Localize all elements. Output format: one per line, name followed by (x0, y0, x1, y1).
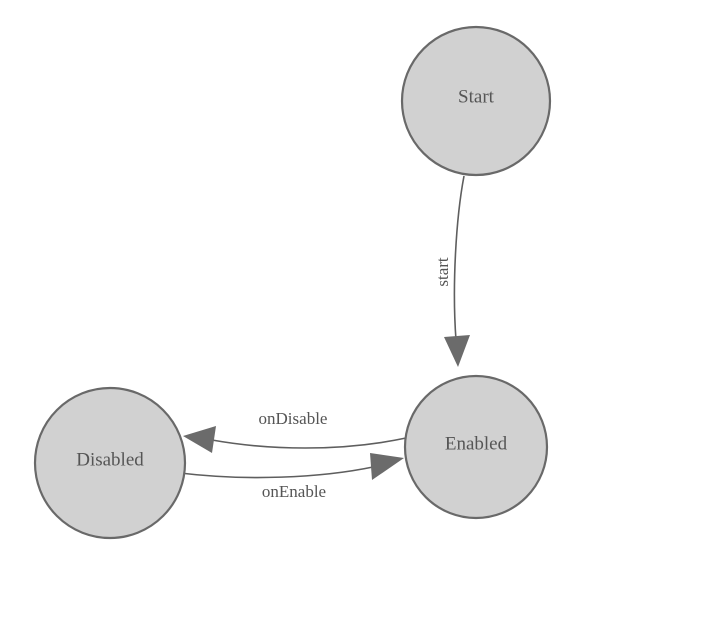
edge-enabled-to-disabled-path (211, 437, 407, 449)
edge-label-ondisable: onDisable (259, 409, 328, 428)
edge-disabled-to-enabled[interactable]: onEnable (179, 453, 404, 501)
edge-enabled-to-disabled-arrowhead (183, 426, 216, 453)
edge-label-onenable: onEnable (262, 482, 326, 501)
node-start[interactable]: Start (400, 25, 552, 177)
node-enabled[interactable]: Enabled (403, 374, 549, 520)
edge-start-to-enabled-arrowhead (444, 335, 470, 367)
node-disabled-circle (33, 386, 187, 540)
edge-enabled-to-disabled[interactable]: onDisable (183, 409, 407, 453)
edge-start-to-enabled-path (453, 175, 465, 341)
edge-label-start: start (433, 257, 452, 287)
edge-start-to-enabled[interactable]: start (433, 175, 470, 367)
edge-disabled-to-enabled-arrowhead (370, 453, 404, 480)
node-start-label: Start (458, 86, 495, 107)
node-disabled[interactable]: Disabled (33, 386, 187, 540)
node-start-circle (400, 25, 552, 177)
edge-disabled-to-enabled-path (179, 466, 374, 479)
node-enabled-circle (403, 374, 549, 520)
node-disabled-label: Disabled (76, 449, 144, 470)
node-enabled-label: Enabled (445, 433, 508, 454)
